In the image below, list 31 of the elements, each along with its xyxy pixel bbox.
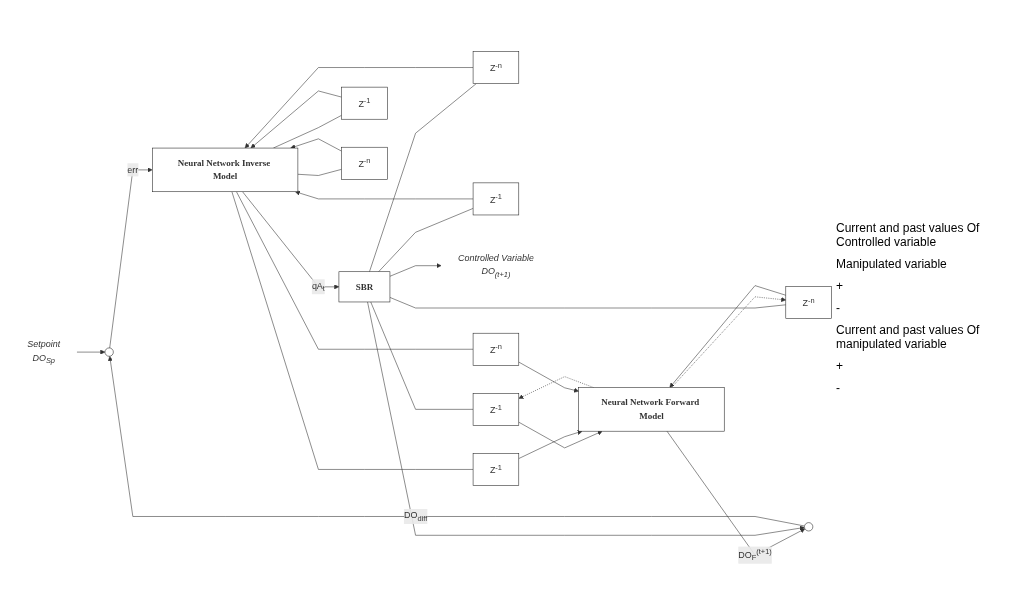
- connector: [297, 169, 342, 176]
- connector: [389, 297, 787, 309]
- edge-label: DO$_{diff}$: [403, 510, 428, 523]
- sign-label: +: [836, 278, 844, 293]
- node-box: Z$^{-1}$: [472, 453, 520, 486]
- sign-label: -: [836, 380, 841, 395]
- node-circle: [104, 347, 114, 357]
- note-text: Manipulated variable: [836, 256, 948, 271]
- node-box: Z$^{-n}$: [472, 332, 520, 366]
- node-box: Z$^{-1}$: [472, 182, 520, 216]
- node-circle: [804, 522, 814, 532]
- node-text: Controlled Variable DO$_{(t+1)}$: [458, 253, 534, 279]
- sign-label: -: [836, 300, 841, 315]
- sign-label: +: [836, 358, 844, 373]
- connector: [369, 83, 477, 272]
- connector: [273, 115, 342, 149]
- node-box: Z$^{-1}$: [341, 86, 388, 120]
- node-box: Z$^{-1}$: [472, 393, 520, 426]
- node-box: Neural Network Inverse Model: [152, 147, 299, 192]
- connector: [378, 208, 474, 272]
- node-box: Z$^{-n}$: [785, 286, 832, 319]
- node-box: SBR: [338, 271, 391, 303]
- edge-label: err: [127, 164, 139, 175]
- node-box: Z$^{-n}$: [472, 51, 520, 84]
- node-box: Z$^{-n}$: [341, 146, 388, 180]
- note-text: Current and past values Of manipulated variable: [836, 322, 981, 351]
- edge-label: qA$_{t}$: [311, 280, 325, 293]
- connector: [370, 301, 474, 410]
- node-text: Setpoint DO$_{Sp}$: [27, 339, 61, 365]
- node-box: Neural Network Forward Model: [578, 387, 725, 432]
- note-text: Current and past values Of Controlled variable: [836, 220, 981, 249]
